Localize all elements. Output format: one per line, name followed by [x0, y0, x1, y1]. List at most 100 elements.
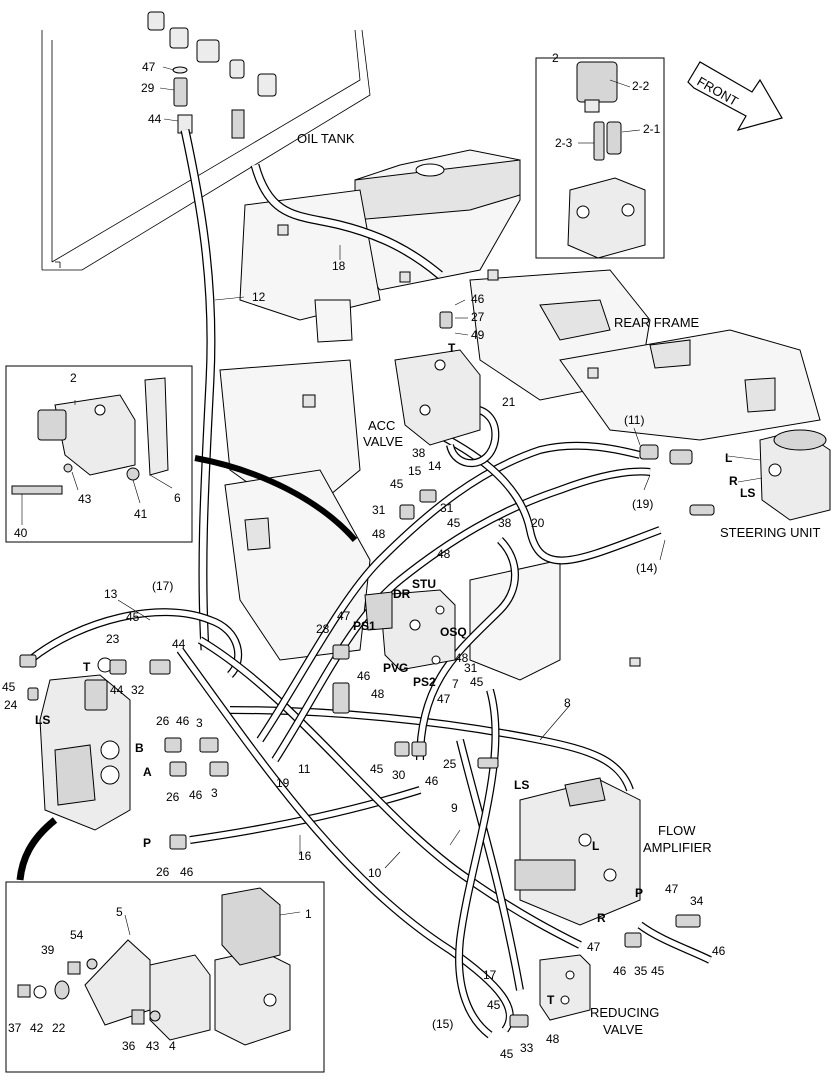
callout-31b: 31	[440, 501, 454, 515]
callout-46f: 46	[180, 865, 194, 879]
hydraulic-hoses	[16, 129, 712, 1039]
callout-46d: 46	[189, 788, 203, 802]
callout-40: 40	[14, 526, 28, 540]
port-p-main: P	[143, 836, 151, 850]
callout-54: 54	[70, 928, 84, 942]
callout-27: 27	[471, 310, 485, 324]
port-b: B	[135, 741, 144, 755]
callout-2-2: 2-2	[632, 79, 650, 93]
callout-45c: 45	[126, 610, 140, 624]
flow-amplifier-label-line1: FLOW	[658, 823, 696, 838]
oil-tank-label: OIL TANK	[297, 131, 355, 146]
component-labels: OIL TANK REAR FRAME ACC VALVE STEERING U…	[297, 74, 820, 1037]
port-labels: T L R LS DR STU PS1 OSQ PVG PS2 T LS B A…	[35, 341, 755, 1007]
callout-5: 5	[116, 905, 123, 919]
callout-48e: 48	[546, 1032, 560, 1046]
port-t-main: T	[83, 660, 91, 674]
callout-31c: 31	[464, 661, 478, 675]
callout-38b: 38	[498, 516, 512, 530]
callout-2-left: 2	[70, 371, 77, 385]
callout-18: 18	[332, 259, 346, 273]
port-osq: OSQ	[440, 625, 467, 639]
callout-12: 12	[252, 290, 266, 304]
callout-3b: 3	[211, 786, 218, 800]
port-l-fa: L	[592, 839, 599, 853]
inset-solenoid-valve	[535, 57, 665, 259]
port-t-acc: T	[448, 341, 456, 355]
callout-39: 39	[41, 943, 55, 957]
callout-48a: 48	[372, 527, 386, 541]
callout-45a: 45	[390, 477, 404, 491]
callout-1: 1	[305, 907, 312, 921]
port-ls-steering: LS	[740, 486, 755, 500]
callout-48c: 48	[371, 687, 385, 701]
port-pvg: PVG	[383, 661, 408, 675]
callout-9: 9	[451, 801, 458, 815]
port-a: A	[143, 765, 152, 779]
callout-46h: 46	[712, 944, 726, 958]
inset-valve-mount	[5, 365, 193, 543]
rear-frame-structure	[219, 149, 821, 681]
callout-20: 20	[531, 516, 545, 530]
callout-17p: (17)	[152, 579, 173, 593]
callout-19p: (19)	[632, 497, 653, 511]
callout-41: 41	[134, 507, 148, 521]
port-ps1: PS1	[353, 619, 376, 633]
reducing-valve	[539, 954, 591, 1021]
callout-47e: 47	[587, 940, 601, 954]
callout-45g: 45	[651, 964, 665, 978]
port-ps2: PS2	[413, 675, 436, 689]
callout-46c: 46	[176, 714, 190, 728]
port-ls-main: LS	[35, 713, 50, 727]
callout-46e: 46	[425, 774, 439, 788]
acc-valve-label-line1: ACC	[368, 418, 395, 433]
leader-lines	[21, 57, 763, 936]
callout-45h: 45	[487, 998, 501, 1012]
callout-45e: 45	[470, 675, 484, 689]
inset-main-valve-mount	[5, 881, 325, 1073]
port-t-rv: T	[547, 993, 555, 1007]
callout-44: 44	[148, 112, 162, 126]
port-l-steering: L	[725, 451, 732, 465]
port-stu: STU	[412, 577, 436, 591]
acc-valve-block	[394, 349, 481, 446]
callout-8: 8	[564, 696, 571, 710]
callout-43b: 43	[146, 1039, 160, 1053]
callout-23: 23	[106, 632, 120, 646]
callout-26a: 26	[156, 714, 170, 728]
callout-6: 6	[174, 491, 181, 505]
callout-10: 10	[368, 866, 382, 880]
callout-34: 34	[690, 894, 704, 908]
callout-44c: 44	[110, 683, 124, 697]
callout-28: 28	[316, 622, 330, 636]
steering-unit	[639, 429, 831, 521]
flow-amplifier	[514, 777, 641, 926]
port-r-fa: R	[597, 911, 606, 925]
small-fittings	[19, 311, 701, 1028]
callout-15p: (15)	[432, 1017, 453, 1031]
callout-11: 11	[298, 762, 311, 776]
callout-46g: 46	[613, 964, 627, 978]
callout-15: 15	[408, 464, 422, 478]
callout-30: 30	[392, 768, 406, 782]
callout-35: 35	[634, 964, 648, 978]
acc-valve-label-line2: VALVE	[363, 434, 403, 449]
rear-frame-label: REAR FRAME	[614, 315, 700, 330]
callout-47c: 47	[437, 692, 451, 706]
callout-24: 24	[4, 698, 18, 712]
callout-14p: (14)	[636, 561, 657, 575]
callout-37: 37	[8, 1021, 22, 1035]
callout-49: 49	[471, 328, 485, 342]
callout-44b: 44	[172, 637, 186, 651]
callout-47b: 47	[337, 609, 351, 623]
oil-tank-outline	[41, 29, 371, 271]
callout-46: 46	[471, 292, 485, 306]
tank-fittings-group	[147, 11, 277, 139]
flow-amplifier-label-line2: AMPLIFIER	[643, 840, 712, 855]
callout-46b: 46	[357, 669, 371, 683]
callout-29: 29	[141, 81, 155, 95]
callout-4: 4	[169, 1039, 176, 1053]
callout-22: 22	[52, 1021, 66, 1035]
reducing-valve-label-line2: VALVE	[603, 1022, 643, 1037]
